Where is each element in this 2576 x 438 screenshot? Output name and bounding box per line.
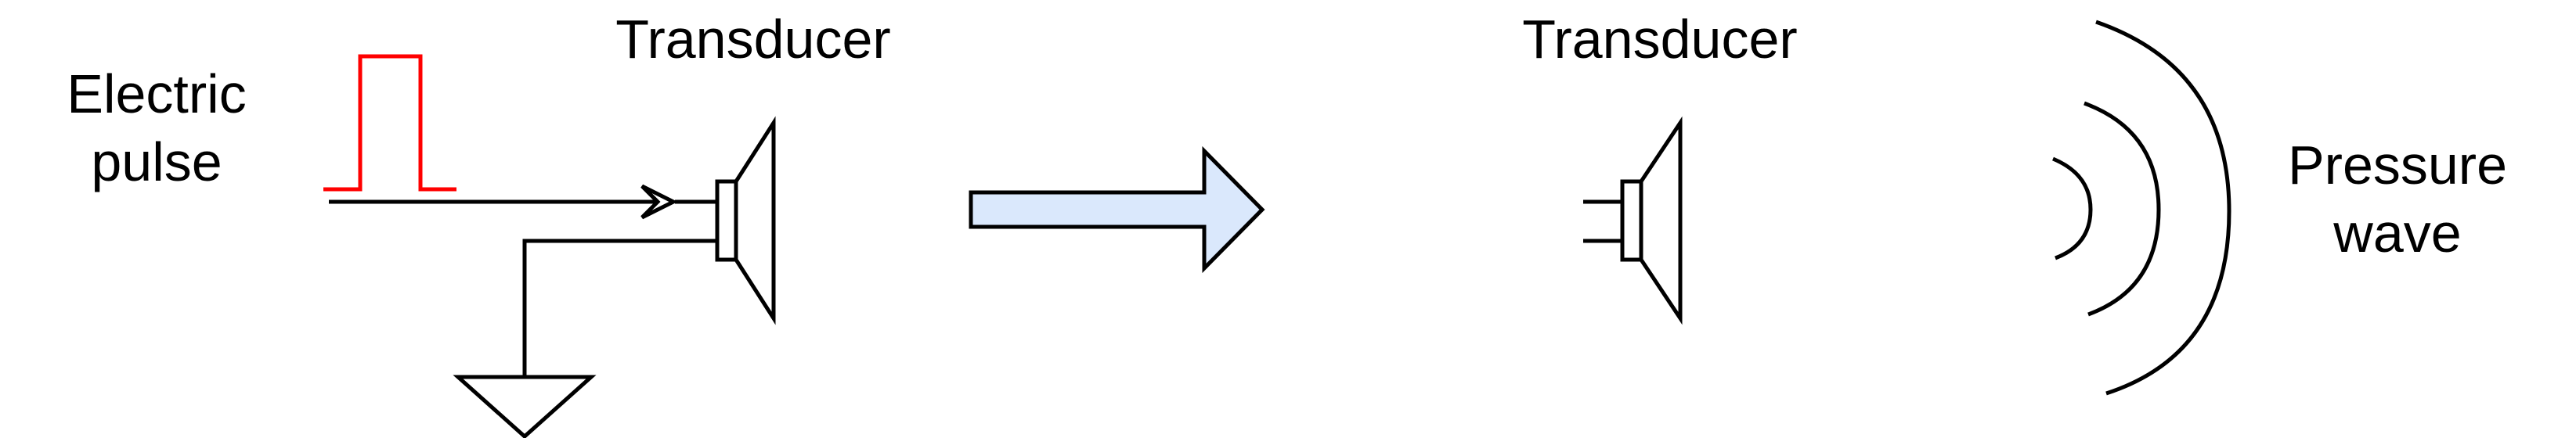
signal-wire (329, 184, 717, 220)
wave-arc-medium (2084, 101, 2161, 317)
transducer-label-left: Transducer (615, 9, 890, 70)
speaker-icon (1620, 116, 1683, 325)
square-pulse-icon (323, 54, 456, 192)
electric-pulse-label-line2: pulse (91, 131, 222, 192)
transducer-label-right: Transducer (1522, 9, 1797, 70)
pressure-wave-label-line2: wave (2332, 203, 2461, 264)
wave-arc-large (2095, 20, 2231, 396)
ground-symbol-icon (453, 375, 597, 438)
wave-arc-small (2052, 156, 2093, 260)
ground-wire (522, 239, 717, 377)
speaker-icon (715, 116, 776, 325)
open-arrowhead-icon (640, 184, 678, 220)
sound-wave-arcs-icon (2052, 20, 2231, 396)
pressure-wave-label-line1: Pressure (2288, 135, 2507, 196)
right-speaker-leads (1583, 199, 1622, 243)
electric-pulse-label-line1: Electric (67, 63, 246, 124)
block-arrow-right-icon (969, 145, 1265, 274)
